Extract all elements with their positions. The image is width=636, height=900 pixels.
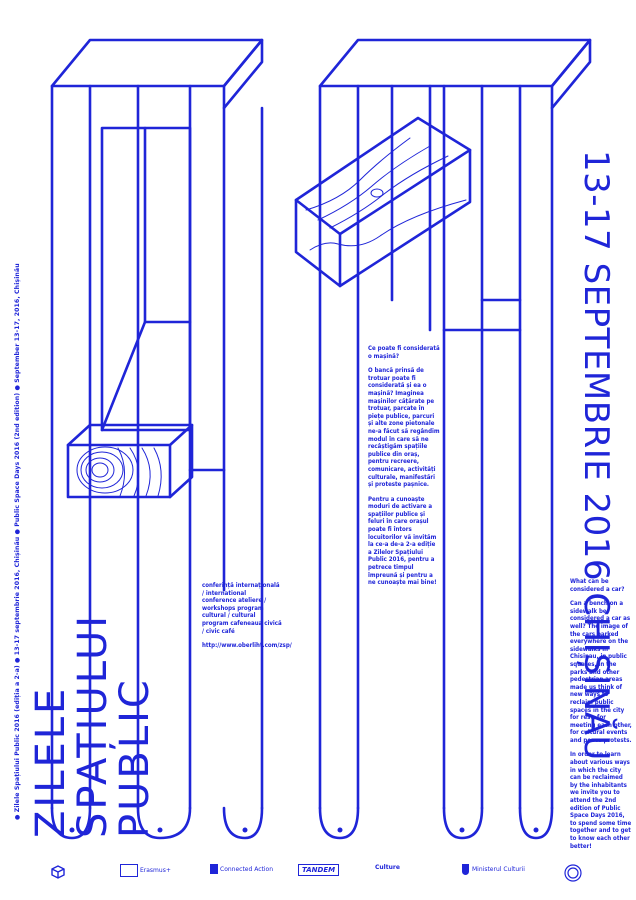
tandem-logo: TANDEM	[298, 864, 340, 876]
culture-label: Culture	[375, 864, 400, 871]
dc-round-logo-icon	[564, 864, 582, 882]
english-text-column: What can be considered a car? Can a benc…	[570, 578, 632, 857]
base-dots	[69, 827, 539, 833]
program-list: conferință internațională / internationa…	[202, 582, 282, 635]
ro-paragraph-2: Pentru a cunoaște moduri de activare a s…	[368, 495, 437, 587]
connected-action-icon	[210, 864, 218, 874]
tandem-label: TANDEM	[298, 864, 340, 876]
program-url[interactable]: http://www.oberliht.com/zsp/	[202, 642, 292, 650]
erasmus-label: Erasmus+	[140, 867, 171, 874]
title-line-2: SPAȚIULUI	[70, 612, 116, 838]
program-column: conferință internațională / internationa…	[202, 582, 292, 657]
ro-paragraph-1: O bancă prinsă de trotuar poate fi consi…	[368, 367, 440, 489]
poster-title: ZILELE SPAȚIULUI PUBLIC	[28, 612, 158, 838]
cube-logo-icon	[50, 864, 66, 880]
title-line-3: PUBLIC	[112, 677, 158, 838]
en-heading: What can be considered a car?	[570, 578, 625, 593]
sponsor-footer: Erasmus+ Connected Action TANDEM Culture…	[0, 852, 636, 900]
romanian-text-column: Ce poate fi considerată o mașină? O banc…	[368, 345, 440, 594]
culture-logo: Culture	[375, 864, 400, 871]
ministry-label: Ministerul Culturii	[472, 866, 525, 873]
letter-p-frame	[50, 38, 264, 840]
en-paragraph-1: Can a bench on a sidewalk be considered …	[570, 600, 632, 744]
coat-of-arms-icon	[462, 864, 469, 875]
connected-action-label: Connected Action	[220, 865, 274, 873]
ro-heading: Ce poate fi considerată o mașină?	[368, 345, 440, 360]
connected-action-logo: Connected Action	[210, 864, 273, 874]
title-line-1: ZILELE	[28, 685, 74, 838]
eu-flag-icon	[120, 864, 138, 877]
ministry-culture-logo: Ministerul Culturii	[462, 864, 525, 875]
erasmus-logo: Erasmus+	[120, 864, 171, 877]
wood-plank-diagonal	[294, 116, 472, 288]
en-paragraph-2: In order to learn about various ways in …	[570, 751, 632, 850]
wood-block-left	[66, 423, 194, 499]
side-info-line: ● Zilele Spațiului Public 2016 (ediția a…	[14, 263, 21, 820]
